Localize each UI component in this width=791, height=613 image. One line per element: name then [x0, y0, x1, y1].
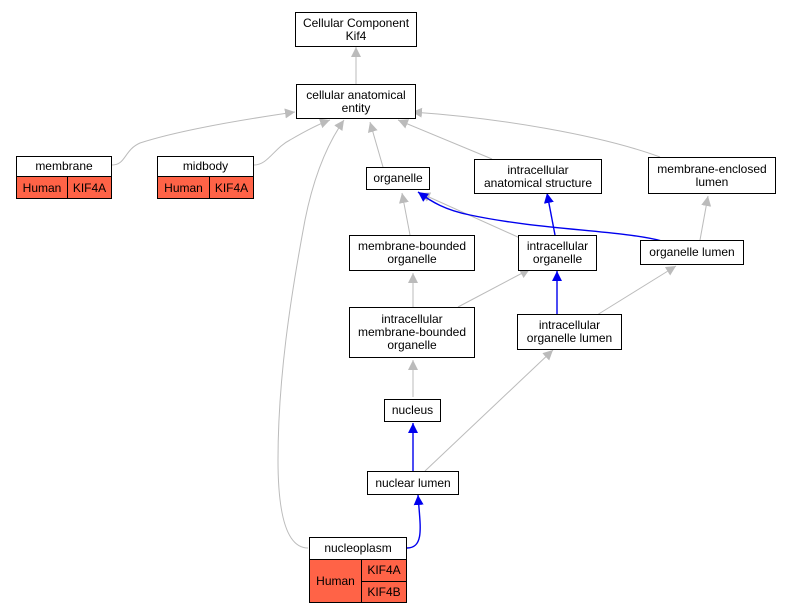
- node-label-line: intracellular: [538, 318, 601, 332]
- edge-iol-to-ol: [596, 265, 677, 316]
- node-label-line: nucleoplasm: [324, 541, 392, 555]
- annotation-membrane: Human KIF4A: [16, 177, 112, 199]
- annotation-gene[interactable]: KIF4A: [362, 560, 406, 581]
- annotation-species: Human: [17, 177, 67, 198]
- node-label-line: midbody: [182, 159, 229, 173]
- edge-ol-to-organelle: [417, 191, 663, 242]
- node-organelle-lumen[interactable]: organelle lumen: [640, 240, 744, 265]
- node-label-line: organelle: [532, 252, 583, 266]
- node-label-line: nucleus: [391, 403, 434, 417]
- node-membrane-bounded-organelle[interactable]: membrane-bounded organelle: [349, 235, 475, 271]
- annotation-species: Human: [158, 177, 209, 198]
- node-nuclear-lumen[interactable]: nuclear lumen: [367, 471, 459, 495]
- edge-midbody-to-cae: [253, 118, 331, 166]
- node-cellular-anatomical-entity[interactable]: cellular anatomical entity: [296, 84, 416, 119]
- node-midbody[interactable]: midbody: [157, 156, 254, 177]
- node-nucleus[interactable]: nucleus: [384, 399, 441, 422]
- node-membrane-enclosed-lumen[interactable]: membrane-enclosed lumen: [648, 157, 776, 194]
- node-label-line: Kif4: [345, 28, 367, 43]
- node-label-line: intracellular: [381, 312, 443, 326]
- node-label-line: intracellular: [507, 162, 569, 177]
- node-intracellular-organelle[interactable]: intracellular organelle: [518, 235, 597, 271]
- node-label-line: organelle: [387, 338, 437, 352]
- node-label-line: Cellular Component: [302, 15, 410, 30]
- annotation-gene[interactable]: KIF4A: [209, 177, 253, 198]
- node-intracellular-anatomical-structure[interactable]: intracellular anatomical structure: [474, 159, 602, 194]
- edge-np-to-nl: [406, 494, 424, 549]
- node-label-line: organelle: [373, 171, 423, 185]
- node-label-line: membrane: [35, 159, 93, 173]
- edge-ias-to-cae: [397, 119, 493, 160]
- node-label-line: intracellular: [526, 239, 589, 253]
- edge-mbo-to-organelle: [398, 192, 411, 236]
- node-label-line: membrane-enclosed: [657, 161, 767, 176]
- annotation-midbody: Human KIF4A: [157, 177, 254, 199]
- node-label-line: organelle lumen: [649, 245, 735, 259]
- edge-imbo-to-io: [457, 268, 531, 308]
- node-intracellular-organelle-lumen[interactable]: intracellular organelle lumen: [517, 314, 622, 350]
- node-cellular-component-kif4[interactable]: Cellular Component Kif4: [295, 12, 417, 47]
- node-intracellular-membrane-bounded-organelle[interactable]: intracellular membrane-bounded organelle: [349, 307, 475, 358]
- annotation-gene-list: KIF4A KIF4B: [361, 560, 406, 602]
- node-label-line: entity: [341, 100, 371, 115]
- annotation-gene[interactable]: KIF4A: [67, 177, 111, 198]
- annotation-gene[interactable]: KIF4B: [362, 580, 406, 602]
- edge-io-to-ias: [543, 192, 556, 236]
- node-label-line: organelle lumen: [526, 331, 613, 345]
- node-label-line: membrane-bounded: [357, 239, 467, 253]
- edge-membrane-to-cae: [111, 108, 296, 166]
- node-label-line: organelle: [387, 252, 437, 266]
- edge-ol-to-mel: [699, 195, 712, 241]
- node-label-line: nuclear lumen: [375, 475, 451, 490]
- edge-organelle-to-cae: [367, 121, 384, 168]
- node-label-line: lumen: [695, 174, 729, 189]
- node-label-line: anatomical structure: [483, 175, 593, 190]
- node-label-line: membrane-bounded: [357, 325, 467, 339]
- node-membrane[interactable]: membrane: [16, 156, 112, 177]
- edge-nl-to-iol: [424, 349, 554, 472]
- annotation-nucleoplasm: Human KIF4A KIF4B: [309, 560, 407, 603]
- node-nucleoplasm[interactable]: nucleoplasm: [309, 537, 407, 560]
- edge-nucleoplasm-to-cae: [277, 119, 345, 549]
- node-organelle[interactable]: organelle: [366, 167, 430, 190]
- edge-mel-to-cae: [411, 107, 661, 158]
- annotation-species: Human: [310, 560, 361, 602]
- node-label-line: cellular anatomical: [306, 87, 406, 102]
